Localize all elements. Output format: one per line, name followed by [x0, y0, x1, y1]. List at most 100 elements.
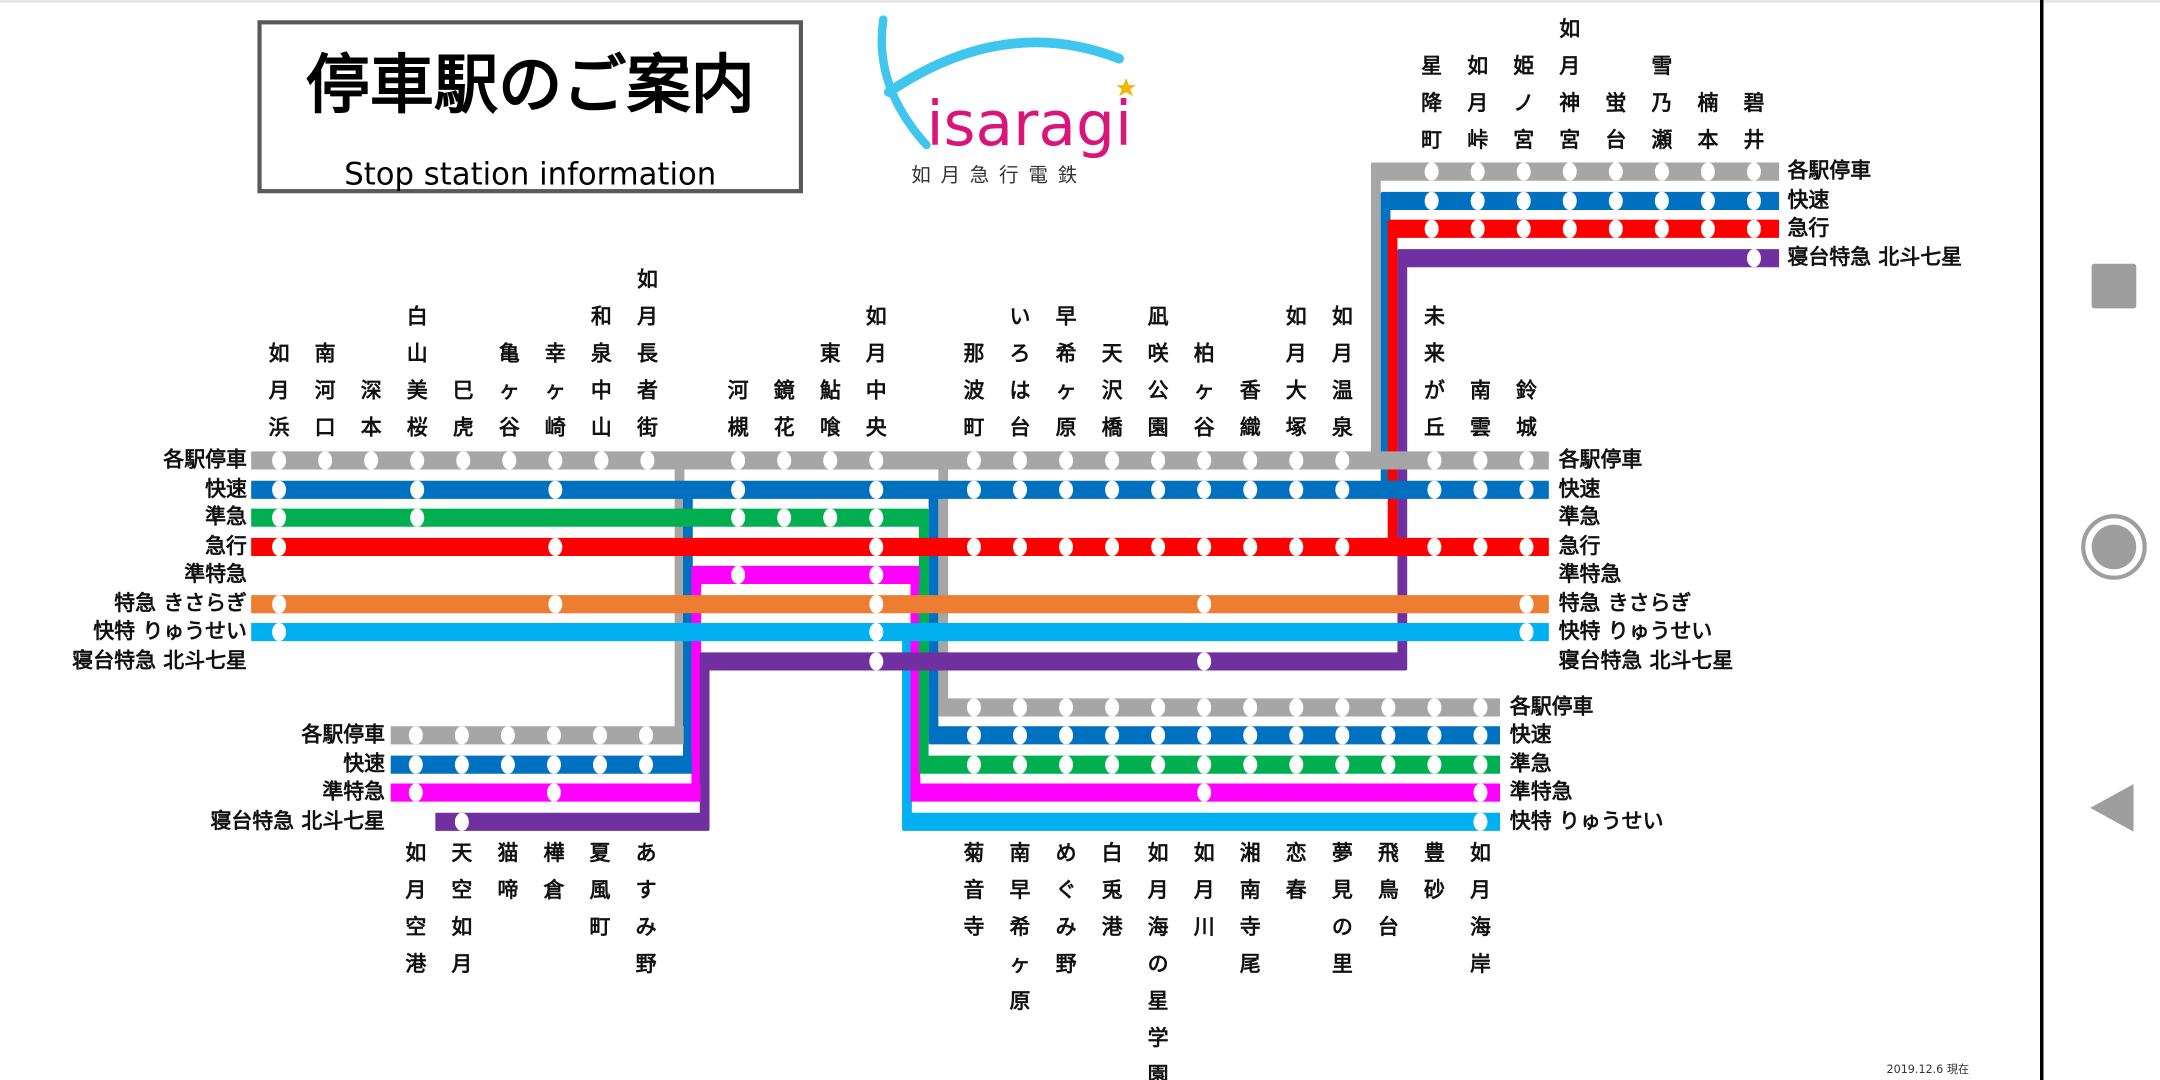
- service-label-local: 各駅停車: [300, 722, 385, 746]
- station-name[interactable]: 幸ヶ崎: [545, 341, 566, 439]
- station-name[interactable]: 姫ノ宮: [1513, 54, 1534, 152]
- stop-marker-rapid: [1197, 480, 1212, 499]
- station-name[interactable]: 恋春: [1286, 841, 1307, 902]
- station-name-char: 央: [866, 415, 888, 439]
- station-name[interactable]: 亀ヶ谷: [499, 341, 520, 439]
- stop-marker-local: [966, 451, 981, 470]
- service-label-semi_express: 準急: [1510, 752, 1552, 776]
- stop-marker-express: [1151, 537, 1166, 557]
- station-name[interactable]: 白兎港: [1102, 841, 1124, 939]
- stop-marker-local: [454, 726, 469, 745]
- home-circle-icon[interactable]: [2081, 514, 2147, 580]
- station-name[interactable]: 南雲: [1470, 378, 1491, 439]
- tracks: [251, 162, 1780, 831]
- stop-marker-rapid: [966, 726, 981, 745]
- status-bar-edge: [0, 0, 2160, 3]
- station-name[interactable]: 那波町: [963, 341, 984, 439]
- recents-square-icon[interactable]: [2091, 263, 2137, 309]
- stop-marker-semi_express: [1059, 755, 1074, 774]
- station-name-char: ヶ: [545, 378, 566, 402]
- station-name[interactable]: 如月峠: [1466, 54, 1488, 152]
- station-name-char: 夏: [590, 841, 612, 865]
- stop-marker-rapid: [1243, 480, 1258, 499]
- stop-marker-express: [1608, 219, 1623, 238]
- station-name[interactable]: 鈴城: [1516, 378, 1537, 439]
- stop-marker-local: [456, 451, 471, 470]
- station-name-char: 夢: [1332, 841, 1353, 865]
- station-name[interactable]: 楠本: [1697, 91, 1718, 152]
- station-name-char: 野: [1056, 952, 1077, 976]
- stop-marker-semi_express: [1105, 755, 1120, 774]
- stop-marker-semi_express: [1013, 755, 1027, 774]
- stop-marker-rapid: [1470, 191, 1485, 210]
- station-name-char: ぐ: [1056, 878, 1077, 902]
- stop-marker-sleeper_hokuto: [454, 812, 469, 831]
- station-name-char: 南: [1470, 378, 1491, 402]
- station-name[interactable]: 東鮎喰: [820, 341, 841, 439]
- stop-marker-local: [1424, 162, 1439, 181]
- station-name[interactable]: 蛍台: [1605, 91, 1626, 152]
- station-name[interactable]: 如月浜: [268, 341, 290, 439]
- stop-marker-rapid: [1335, 726, 1350, 745]
- stop-marker-semi_express: [1151, 755, 1166, 774]
- station-name-char: 波: [963, 378, 984, 402]
- station-name[interactable]: 河槻: [728, 378, 749, 439]
- nav-divider: [2040, 0, 2044, 1080]
- station-name[interactable]: 柏ヶ谷: [1194, 341, 1215, 439]
- station-name[interactable]: 雪乃瀬: [1650, 54, 1672, 152]
- stop-marker-semi_express: [272, 508, 287, 527]
- station-name[interactable]: 豊砂: [1424, 841, 1445, 902]
- station-name[interactable]: 星降町: [1421, 54, 1442, 152]
- stop-marker-local: [1746, 162, 1761, 181]
- stop-marker-rapid: [593, 755, 607, 774]
- station-name[interactable]: 南河口: [315, 341, 336, 439]
- stop-marker-limited_kisaragi: [1197, 595, 1212, 614]
- back-triangle-icon[interactable]: [2090, 784, 2134, 832]
- stop-marker-rapid: [1197, 726, 1212, 745]
- station-name[interactable]: 猫啼: [497, 841, 518, 902]
- station-name-char: 降: [1421, 91, 1442, 115]
- station-name[interactable]: 夏風町: [590, 841, 612, 939]
- station-name-char: 南: [1240, 878, 1261, 902]
- station-name[interactable]: 深本: [361, 378, 382, 439]
- station-name-char: 音: [963, 878, 984, 902]
- station-name-char: 空: [405, 915, 426, 939]
- station-name-char: 丘: [1424, 415, 1445, 439]
- station-name-char: 河: [728, 378, 749, 402]
- station-name[interactable]: 飛鳥台: [1378, 841, 1399, 939]
- stop-marker-rapid: [1013, 726, 1027, 745]
- station-name[interactable]: 如月川: [1193, 841, 1215, 939]
- station-name[interactable]: 碧井: [1742, 91, 1764, 152]
- station-name[interactable]: 樺倉: [542, 841, 565, 902]
- station-name[interactable]: 鏡花: [774, 378, 795, 439]
- service-label-rapid: 快速: [1787, 188, 1829, 212]
- station-name[interactable]: 香織: [1240, 378, 1261, 439]
- service-label-sleeper_hokuto: 寝台特急 北斗七星: [1787, 245, 1962, 269]
- station-name-char: 深: [361, 378, 382, 402]
- stop-marker-rapid: [272, 480, 287, 499]
- station-name[interactable]: 天沢橋: [1102, 341, 1124, 439]
- station-name[interactable]: 巳虎: [453, 378, 474, 439]
- stop-marker-local: [1608, 162, 1623, 181]
- station-name[interactable]: 菊音寺: [963, 841, 984, 939]
